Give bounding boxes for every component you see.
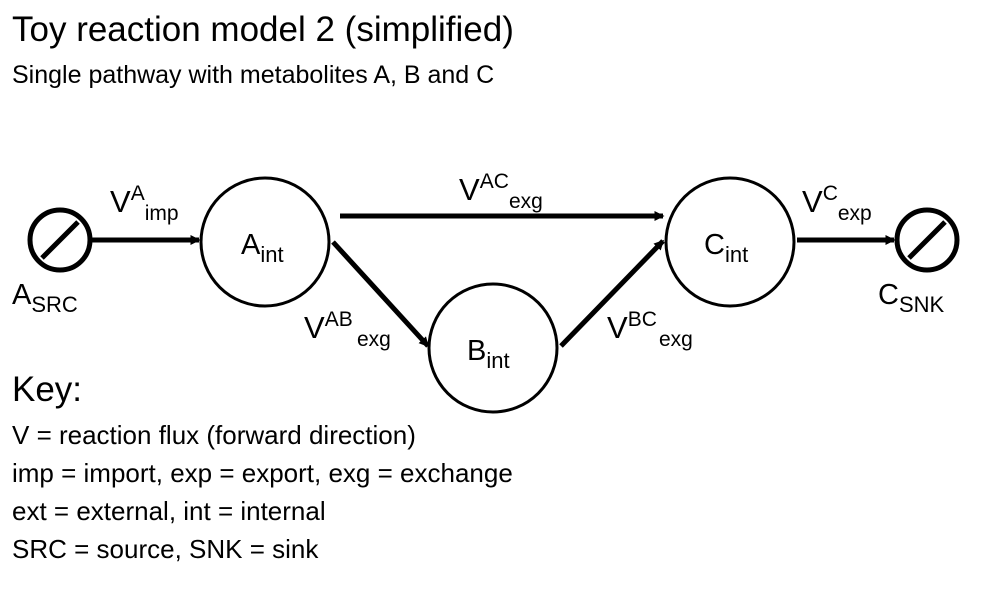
arrow-b-to-c [559,239,665,348]
label-a-int: Aint [241,229,284,267]
label-a-src: ASRC [12,279,78,317]
key-line: imp = import, exp = export, exg = exchan… [12,458,513,488]
flux-label-b-to-c: VBCexg [607,308,693,351]
key-line: SRC = source, SNK = sink [12,534,319,564]
label-c-int: Cint [704,229,748,267]
source-symbol [27,207,93,273]
arrow-a-to-b [331,240,430,348]
diagram-subtitle: Single pathway with metabolites A, B and… [12,61,495,89]
diagram-title: Toy reaction model 2 (simplified) [12,10,514,49]
flux-label-a-to-b: VABexg [304,308,391,351]
flux-label-a-to-c: VACexg [459,170,543,213]
key-title: Key: [12,370,83,409]
key-line: ext = external, int = internal [12,496,326,526]
flux-label-export: VCexp [802,182,872,225]
flux-label-import: VAimp [110,182,179,225]
label-c-snk: CSNK [878,279,945,317]
sink-symbol [894,207,960,273]
node-b-int [427,282,559,414]
node-c-int [664,176,796,308]
label-b-int: Bint [467,335,510,373]
key-list: V = reaction flux (forward direction) im… [12,416,513,568]
key-line: V = reaction flux (forward direction) [12,420,416,450]
node-a-int [199,176,331,308]
